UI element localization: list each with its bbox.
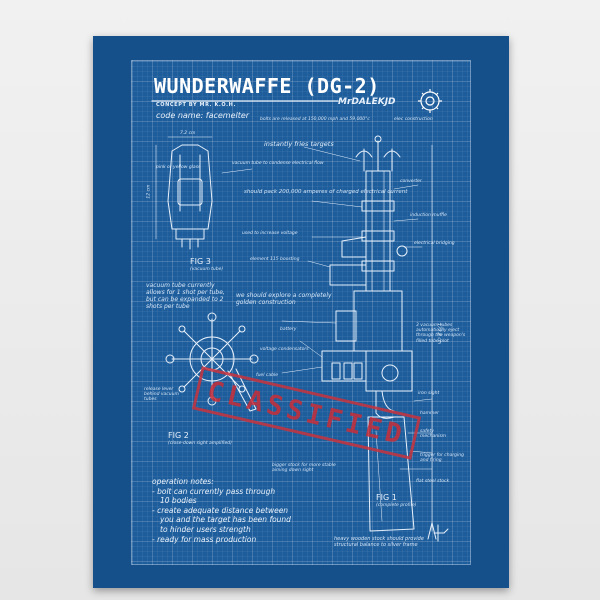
dim-tube-width: 7.2 cm <box>180 131 196 136</box>
note-vacuum-tube: vacuum tube to condense electrical flow <box>232 161 324 166</box>
signature <box>427 522 449 542</box>
note-ironsight: iron sight <box>418 391 440 396</box>
operation-note-line: 10 bodies <box>160 496 197 506</box>
fig2-sublabel: (close-down sight amplified) <box>168 441 232 446</box>
operation-note-line: you and the target has been found <box>160 515 291 525</box>
concept-credit: CONCEPT BY MR. K.O.H. <box>156 102 236 108</box>
note-amperes: should pack 200,000 amperes of charged e… <box>244 189 408 195</box>
operation-note-line: - create adequate distance between <box>152 505 289 515</box>
poster-title: WUNDERWAFFE (DG-2) <box>154 74 380 98</box>
operation-notes: operation notes: - bolt can currently pa… <box>152 477 291 544</box>
gun-figure <box>321 135 433 532</box>
operation-note-line: - bolt can currently pass through <box>152 486 276 496</box>
creator-logo: MrDALEKJD <box>338 97 396 107</box>
fig3-sublabel: (vacuum tube) <box>190 267 224 272</box>
operation-note-line: to hinder users strength <box>160 524 251 534</box>
note-elec-construction: elec construction <box>394 117 433 122</box>
blueprint-sheet: WUNDERWAFFE (DG-2) CONCEPT BY MR. K.O.H.… <box>131 60 471 565</box>
note-induction: induction muffle <box>410 213 447 218</box>
note-bridging: electrical bridging <box>414 241 455 246</box>
fig2-label: FIG 2 <box>168 431 189 440</box>
fig1-label: FIG 1 <box>376 493 397 502</box>
leader-lines <box>281 146 433 470</box>
note-vacuum-auto: 3 vacuum tubes automatically eject throu… <box>416 323 466 344</box>
note-condensator: voltage condensators <box>260 347 309 352</box>
note-glass: pink or yellow glass <box>156 165 201 170</box>
blueprint-drawing <box>151 89 449 542</box>
note-safety: safety mechanism <box>420 429 447 440</box>
logo-cog <box>418 89 442 113</box>
note-element: element 115 boosting <box>250 257 300 262</box>
note-bigger-stock: bigger stock for more stable aiming down… <box>272 463 336 474</box>
note-targets: instantly fries targets <box>264 140 334 148</box>
note-golden: we should explore a completely golden co… <box>236 292 332 306</box>
note-tube-current: vacuum tube currently allows for 1 shot … <box>146 282 225 310</box>
wheel-sight-figure <box>165 312 259 412</box>
note-flat-steel: flat steel stock <box>416 479 450 484</box>
note-release-lever: release lever behind vacuum tubes <box>144 387 179 403</box>
fig3-label: FIG 3 <box>190 257 211 266</box>
dim-tube-height: 12 cm <box>146 184 152 199</box>
note-hammer: hammer <box>420 411 439 416</box>
poster: WUNDERWAFFE (DG-2) CONCEPT BY MR. K.O.H.… <box>93 36 509 588</box>
note-fuel-cable: fuel cable <box>256 373 278 378</box>
vacuum-tube-figure <box>155 136 253 250</box>
note-voltage: used to increase voltage <box>242 231 298 236</box>
note-bolts: bolts are released at 150,000 mph and 59… <box>260 117 370 122</box>
operation-note-line: - ready for mass production <box>152 534 257 544</box>
fig1-sublabel: (complete profile) <box>376 503 417 508</box>
operation-notes-heading: operation notes: <box>152 477 214 486</box>
note-trigger: trigger for charging and firing <box>420 453 464 464</box>
note-battery: battery <box>280 327 297 332</box>
note-converter: converter <box>400 179 422 184</box>
code-name: code name: facemelter <box>156 111 250 120</box>
note-heavy-stock: heavy wooden stock should provide struct… <box>334 536 424 548</box>
